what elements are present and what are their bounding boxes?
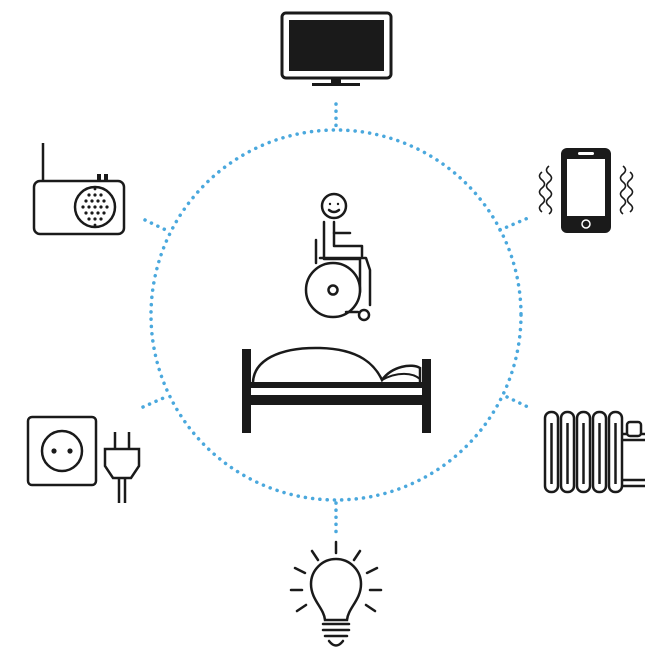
radio-speaker-grille — [81, 187, 109, 227]
light-bulb-icon — [289, 540, 383, 647]
spoke-radio — [143, 218, 172, 234]
spoke-socket — [141, 394, 170, 409]
radio-icon — [32, 143, 126, 236]
smartphone-vibrating-icon — [538, 148, 634, 233]
wheelchair-user-icon — [304, 192, 372, 322]
connection-ring — [149, 128, 523, 502]
connection-spokes — [141, 102, 532, 534]
spoke-radiator — [505, 395, 532, 410]
television-icon — [280, 11, 393, 86]
bed-icon — [242, 346, 431, 433]
spoke-smartphone — [498, 216, 530, 232]
radiator-icon — [543, 410, 645, 494]
power-socket-plug-icon — [26, 415, 141, 503]
